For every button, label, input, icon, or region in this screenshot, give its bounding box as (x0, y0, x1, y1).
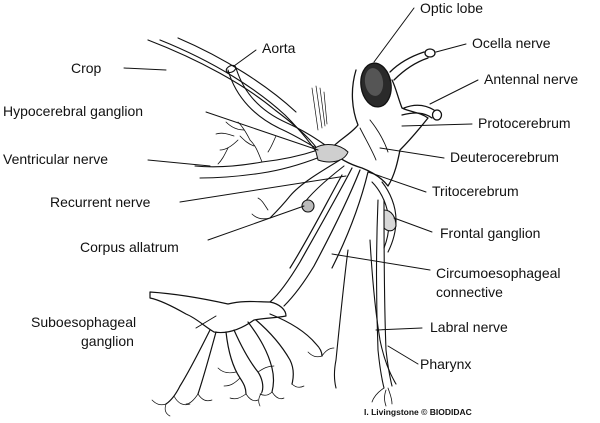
leader-recurrent-nerve (179, 175, 347, 203)
circumoesophageal-connective-drawing (269, 167, 369, 307)
credit-text: I. Livingstone © BIODIDAC (364, 407, 472, 417)
crop-drawing (147, 37, 319, 151)
label-frontal-ganglion: Frontal ganglion (440, 225, 541, 241)
label-aorta: Aorta (262, 40, 296, 56)
label-ocella-nerve: Ocella nerve (472, 35, 551, 51)
pharynx-drawing (333, 199, 397, 407)
leader-pharynx (387, 345, 419, 365)
label-protocerebrum: Protocerebrum (478, 115, 571, 131)
leader-ocella-nerve (435, 43, 467, 53)
leader-aorta (233, 49, 257, 67)
leader-hypocerebral-ganglion (205, 111, 319, 151)
label-antennal-nerve: Antennal nerve (484, 71, 579, 87)
brain-drawing (329, 48, 443, 187)
label-hypocerebral-ganglion: Hypocerebral ganglion (3, 103, 144, 119)
leader-labral-nerve (375, 327, 423, 331)
label-corpus-allatrum: Corpus allatrum (80, 239, 179, 255)
leader-deuterocerebrum (379, 147, 445, 159)
ventricular-nerve-drawing (194, 121, 349, 179)
label-tritocerebrum: Tritocerebrum (432, 183, 519, 199)
leader-corpus-allatrum (207, 205, 305, 241)
label-circumoesophageal-line2: connective (436, 284, 503, 300)
leader-frontal-ganglion (393, 217, 433, 233)
label-crop: Crop (71, 60, 102, 76)
leader-optic-lobe (373, 7, 415, 63)
leader-crop (123, 67, 167, 71)
label-suboesophageal-line2: ganglion (81, 333, 134, 349)
label-suboesophageal-line1: Suboesophageal (31, 314, 137, 330)
leader-suboesophageal (195, 315, 217, 329)
suboesophageal-ganglion-drawing (149, 291, 335, 417)
leader-lines (123, 7, 479, 365)
leader-circumoesophageal (331, 253, 431, 271)
label-circumoesophageal-line1: Circumoesophageal (436, 265, 561, 281)
label-ventricular-nerve: Ventricular nerve (3, 151, 109, 167)
leader-tritocerebrum (367, 171, 427, 193)
leader-ventricular-nerve (147, 159, 211, 167)
leader-protocerebrum (401, 123, 473, 127)
label-optic-lobe: Optic lobe (420, 0, 484, 16)
leader-antennal-nerve (429, 79, 479, 105)
aorta-drawing (225, 64, 329, 153)
label-deuterocerebrum: Deuterocerebrum (450, 149, 559, 165)
label-labral-nerve: Labral nerve (430, 319, 508, 335)
label-recurrent-nerve: Recurrent nerve (50, 194, 151, 210)
label-pharynx: Pharynx (420, 356, 472, 372)
frontal-ganglion-drawing (371, 181, 397, 253)
recurrent-nerve-drawing (251, 159, 345, 220)
